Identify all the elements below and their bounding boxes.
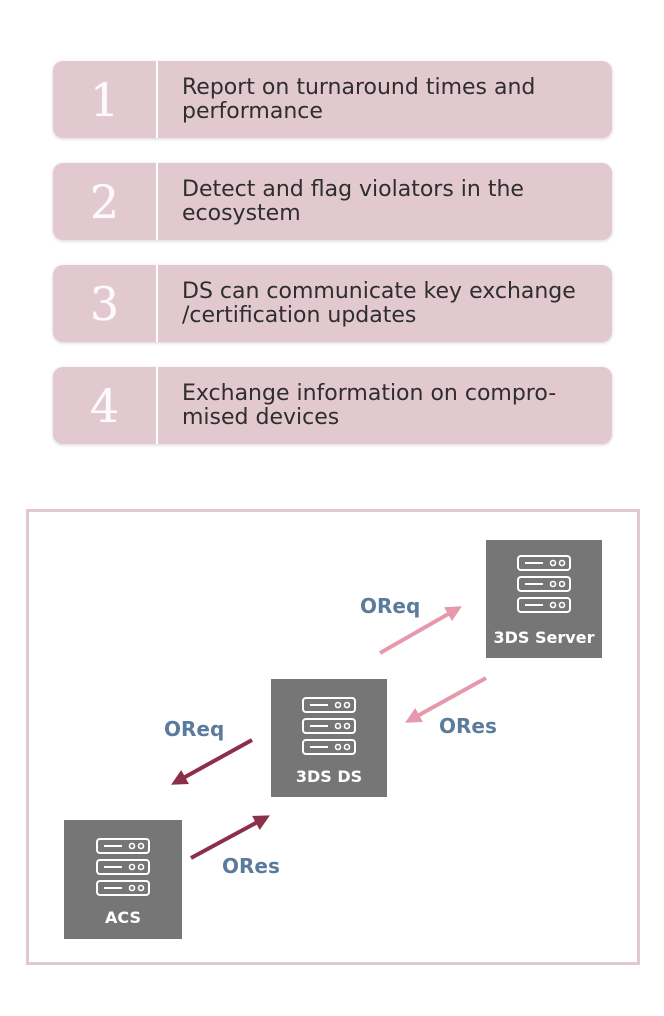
oreq-label-top: OReq bbox=[360, 594, 421, 618]
step-divider bbox=[156, 367, 158, 444]
arrows-layer bbox=[171, 606, 487, 860]
server-rack-icon bbox=[517, 555, 571, 613]
step-number: 4 bbox=[89, 378, 120, 433]
step-divider bbox=[156, 163, 158, 240]
step-1: 1 Report on turnaround times and perform… bbox=[53, 61, 612, 138]
message-flow-diagram: 3DS Server 3DS DS bbox=[26, 509, 640, 965]
ores-label-bottom: ORes bbox=[222, 854, 280, 878]
server-node-3ds-server: 3DS Server bbox=[486, 540, 602, 658]
step-divider bbox=[156, 265, 158, 342]
step-text: DS can communicate key exchange /certifi… bbox=[182, 278, 576, 328]
step-number: 2 bbox=[89, 174, 120, 229]
server-rack-icon bbox=[302, 697, 356, 755]
step-number: 1 bbox=[89, 72, 120, 127]
server-node-label: 3DS Server bbox=[493, 628, 595, 647]
ores-arrow-to-ds bbox=[405, 676, 487, 723]
step-number: 3 bbox=[89, 276, 120, 331]
oreq-arrow-to-acs bbox=[171, 738, 253, 785]
server-node-acs: ACS bbox=[64, 820, 182, 939]
oreq-arrow-to-server bbox=[379, 606, 462, 655]
ores-arrow-to-ds-from-acs bbox=[190, 815, 270, 860]
step-4: 4 Exchange information on compro- mised … bbox=[53, 367, 612, 444]
oreq-label-mid: OReq bbox=[164, 717, 225, 741]
server-node-label: ACS bbox=[105, 908, 141, 927]
step-text: Exchange information on compro- mised de… bbox=[182, 380, 557, 430]
server-node-3ds-ds: 3DS DS bbox=[271, 679, 387, 797]
ores-label-mid: ORes bbox=[439, 714, 497, 738]
step-text: Detect and flag violators in the ecosyst… bbox=[182, 176, 524, 226]
step-divider bbox=[156, 61, 158, 138]
step-text: Report on turnaround times and performan… bbox=[182, 74, 536, 124]
step-3: 3 DS can communicate key exchange /certi… bbox=[53, 265, 612, 342]
step-2: 2 Detect and flag violators in the ecosy… bbox=[53, 163, 612, 240]
server-node-label: 3DS DS bbox=[295, 767, 363, 786]
server-rack-icon bbox=[96, 838, 150, 896]
